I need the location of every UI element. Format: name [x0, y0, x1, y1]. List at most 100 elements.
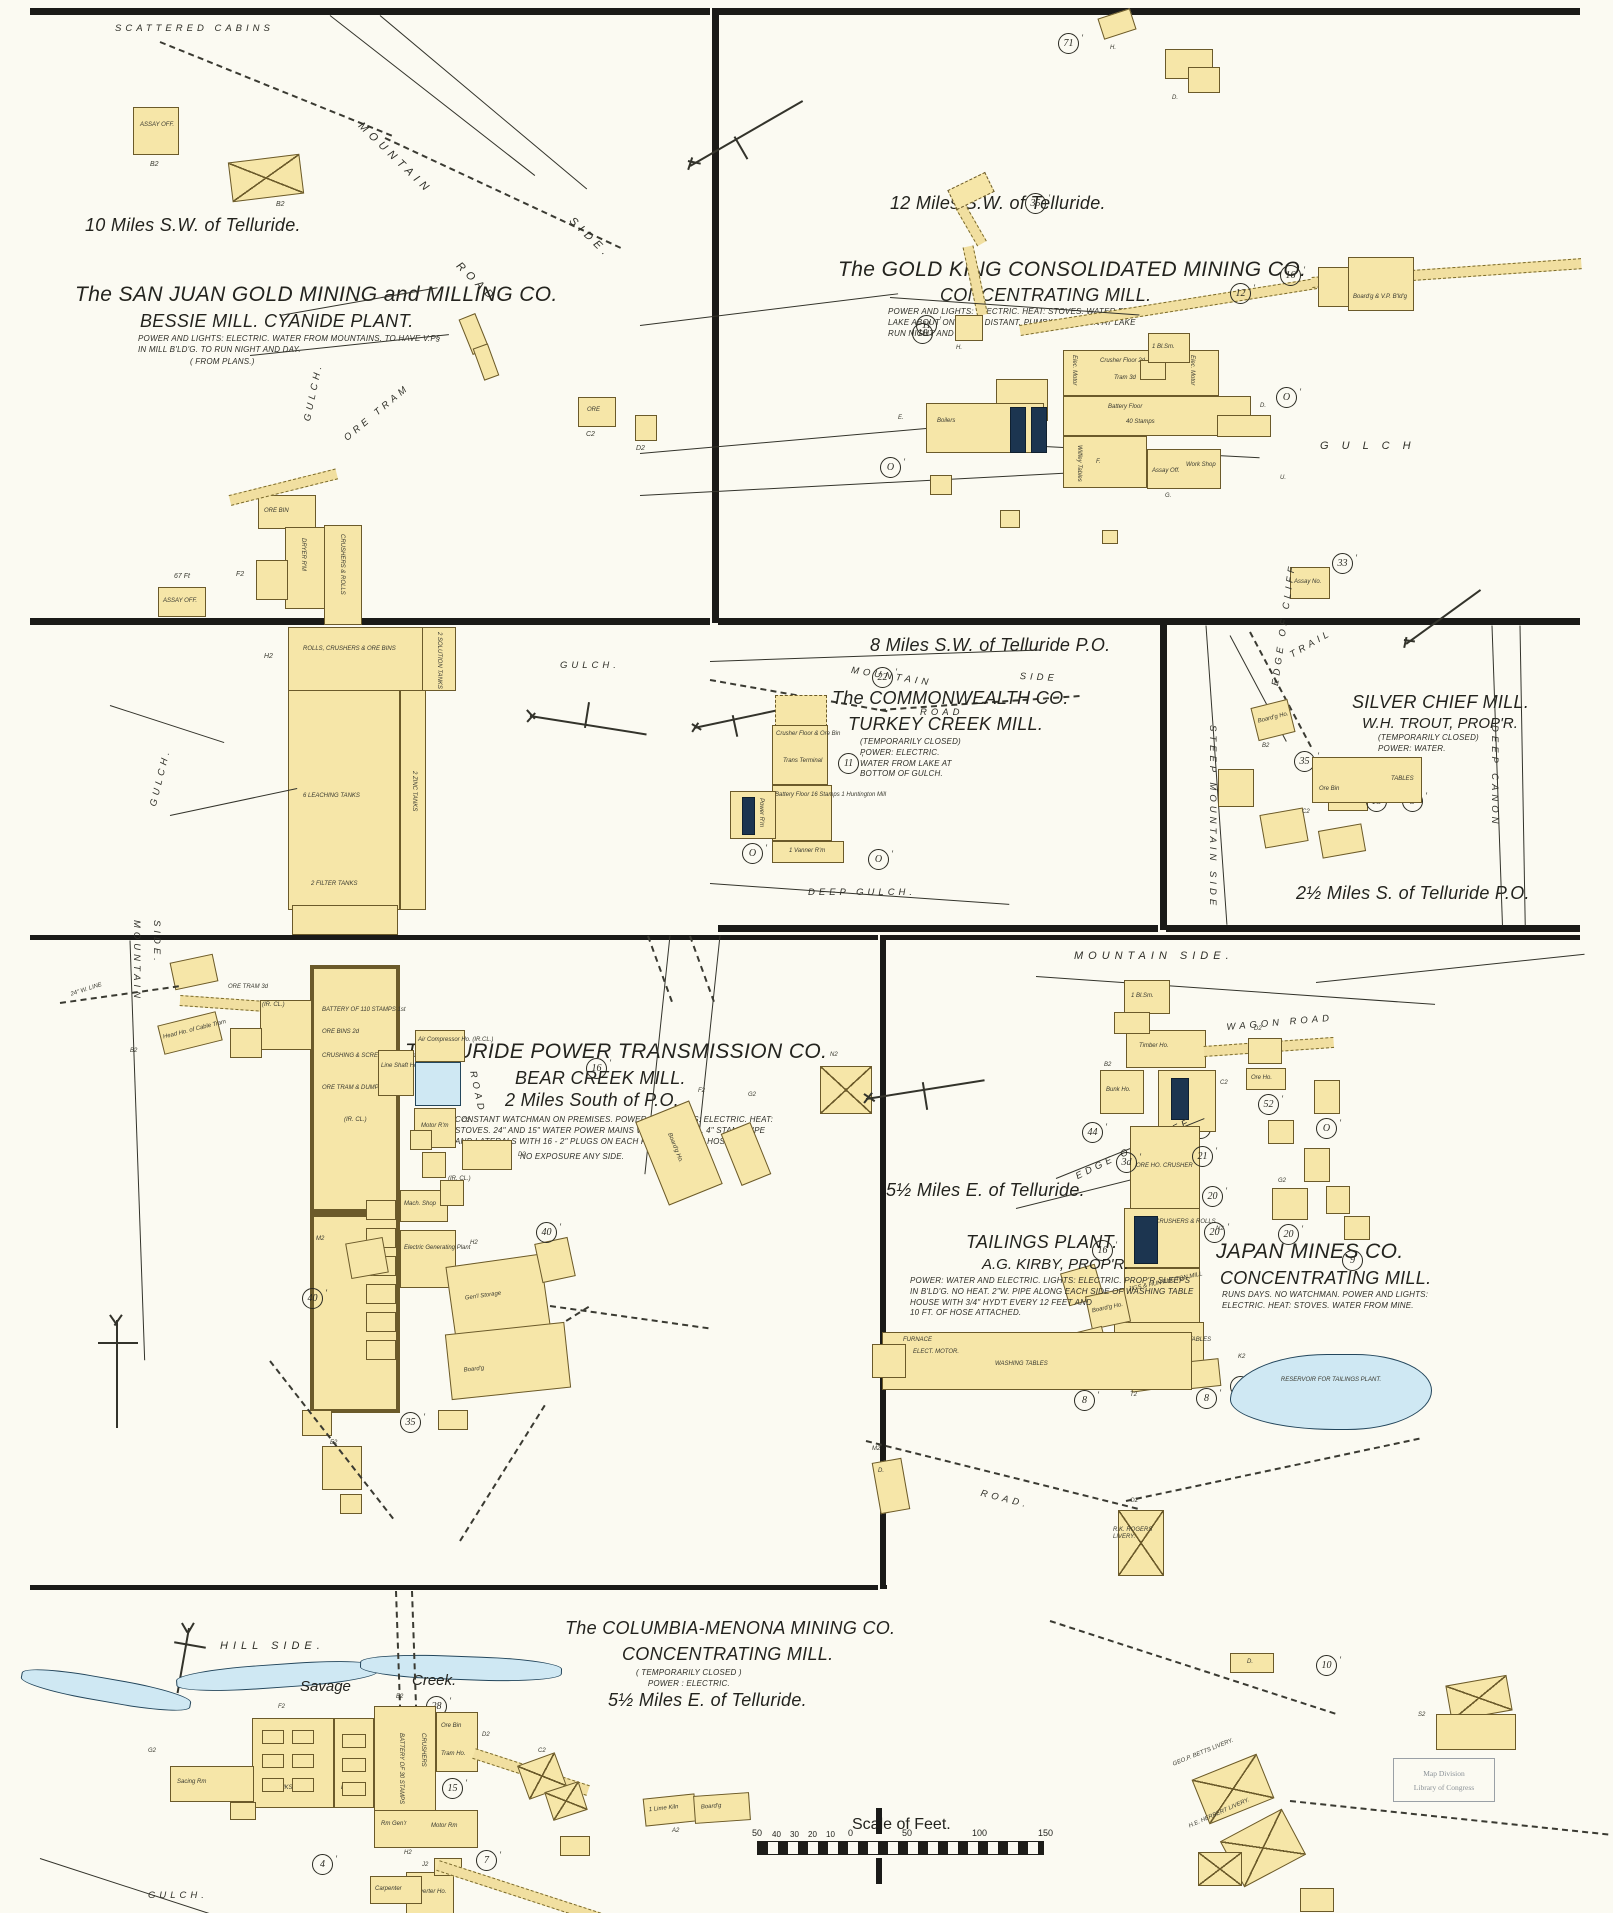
scale-tick-50l: 50 — [752, 1828, 763, 1838]
building-ore-ho-crusher: ORE HO. CRUSHER — [1130, 1126, 1200, 1212]
building-tailings-west-shed — [872, 1344, 906, 1378]
road-dash-1 — [159, 41, 393, 137]
mark-e-goldking: E. — [898, 415, 904, 421]
building-assay-no: Assay No. — [1290, 567, 1330, 599]
building-bc-tiny3 — [440, 1180, 464, 1206]
commonwealth-company: The COMMONWEALTH CO. — [832, 688, 1069, 708]
building-timber-house: Timber Ho. — [1126, 1030, 1206, 1068]
building-g2-bc — [345, 1236, 389, 1280]
bear-creek-note2: NO EXPOSURE ANY SIDE. — [520, 1152, 625, 1161]
stamp-line1: Map Division — [1423, 1768, 1465, 1778]
block-circle-52: 52 — [1258, 1094, 1283, 1115]
scale-tick-0: 0 — [848, 1828, 854, 1838]
canon-line-right2 — [1519, 625, 1526, 926]
building-label: 6 LEACHING TANKS — [303, 793, 360, 799]
scale-tick-mark-bottom — [876, 1858, 882, 1884]
building-label: ORE TRAM & DUMP HO. 4th — [322, 1085, 401, 1091]
building-cw-dashed — [775, 695, 827, 727]
block-circle-8b: 8 — [1074, 1390, 1099, 1411]
building-bl-sm-bc — [302, 1410, 332, 1436]
feature-side: SIDE. — [566, 215, 614, 261]
scale-tick-100: 100 — [972, 1828, 988, 1838]
lower-road-dash-b — [1289, 1800, 1609, 1836]
building-ore-jm: Ore Ho. — [1246, 1068, 1286, 1090]
divider-vert-lower — [880, 935, 887, 1589]
building-f2-bc — [322, 1446, 362, 1490]
mark-g-goldking: G. — [1165, 493, 1172, 499]
feature-side-cw: SIDE — [1019, 671, 1059, 684]
building-work-shop: Work Shop Assay Off. — [1147, 449, 1221, 489]
mark-g2-bc: M2 — [316, 1236, 325, 1242]
feature-road-bc: ROAD — [467, 1070, 488, 1115]
building-sump-tanks — [292, 905, 398, 935]
scale-tick-150: 150 — [1038, 1828, 1054, 1838]
block-circle-10-lower: 10 — [1316, 1655, 1341, 1676]
japan-mines-note: RUNS DAYS. NO WATCHMAN. POWER AND LIGHTS… — [1222, 1290, 1429, 1310]
building-side-shed-f — [366, 1340, 396, 1360]
scale-bar — [757, 1841, 1044, 1855]
silver-chief-note: (TEMPORARILY CLOSED) POWER: WATER. — [1378, 733, 1479, 753]
feature-scattered-cabins: SCATTERED CABINS — [115, 23, 274, 34]
feature-deep-gulch: DEEP GULCH. — [808, 887, 917, 898]
building-head-house: Head Ho. of Cable Tram — [157, 1011, 227, 1055]
scale-tick-30: 30 — [790, 1830, 799, 1839]
tank-e — [262, 1778, 284, 1792]
building-f2-shed — [256, 560, 288, 600]
divider-vert-mid — [1160, 618, 1167, 930]
tailings-plant-note: POWER: WATER AND ELECTRIC. LIGHTS: ELECT… — [910, 1276, 1194, 1318]
building-assay-office-upper: ASSAY OFF. — [133, 107, 179, 155]
feature-gulch-cm: GULCH. — [148, 1890, 208, 1901]
block-circle-40-bc2: 40 — [302, 1288, 327, 1309]
building-label: WASHING TABLES — [995, 1361, 1048, 1367]
building-label: DRYER R'M — [300, 538, 307, 571]
mark-t2-jm: T2 — [1130, 1392, 1138, 1398]
building-label: CRUSHERS & ROLLS — [1155, 1219, 1216, 1225]
block-circle-44: 44 — [1082, 1122, 1107, 1143]
label-ore-tram-3d: ORE TRAM 3d — [228, 984, 269, 990]
building-wilfley-tables: Wilfley Tables — [1063, 436, 1147, 488]
block-circle-jm-o: O — [1316, 1118, 1341, 1139]
building-label: Assay No. — [1294, 579, 1322, 585]
gold-king-company: The GOLD KING CONSOLIDATED MINING CO. — [838, 258, 1307, 281]
block-circle-20: 20 — [1202, 1186, 1227, 1207]
building-bunk-ho-top: 1 Bl.Sm. — [1124, 980, 1170, 1014]
gold-king-distance: 12 Miles S.W. of Telluride. — [890, 193, 1106, 213]
block-circle-4-cm: 4 — [312, 1854, 337, 1875]
panel-san-juan: SCATTERED CABINS MOUNTAIN ROAD SIDE. ASS… — [30, 15, 842, 935]
building-label: CRUSHERS & ROLLS — [339, 534, 346, 595]
block-circle-21: 21 — [1192, 1146, 1217, 1167]
mark-g2-jm: G2 — [1278, 1178, 1287, 1184]
building-carpenter-cm: Carpenter — [370, 1876, 422, 1904]
building-label: Board'g Ho. — [1257, 711, 1290, 725]
block-circle-20b: 20 — [1204, 1222, 1229, 1243]
mark-d2-bc: D2 — [518, 1152, 526, 1158]
building-label: Trans Terminal — [783, 758, 823, 764]
building-label: 1 Bl.Sm. — [1131, 993, 1154, 999]
mark-40-hyds: (IR. CL.) — [448, 1176, 471, 1182]
building-label: Tram 3d — [1114, 375, 1136, 381]
building-label: Bunk Ho. — [1106, 1087, 1131, 1093]
building-solution-tanks: 2 SOLUTION TANKS — [422, 627, 456, 691]
mark-b2-goldking: D. — [1172, 95, 1178, 101]
building-sc-left — [1218, 769, 1254, 807]
building-label: FURNACE — [903, 1337, 933, 1343]
building-label: Line Shaft Ho. — [381, 1063, 420, 1069]
building-label: Mach. Shop — [404, 1201, 437, 1207]
mark-h2: H2 — [264, 653, 273, 660]
bear-creek-company: TELLURIDE POWER TRANSMISSION CO. — [405, 1040, 828, 1063]
scale-tick-10: 10 — [826, 1830, 835, 1839]
road-edge-2 — [379, 15, 588, 190]
block-circle-o: O — [880, 457, 905, 478]
mark-f2: F2 — [236, 571, 245, 578]
building-label: Battery Floor — [1108, 404, 1143, 410]
mark-s2-lower: S2 — [1418, 1712, 1426, 1718]
building-c2: ORE — [578, 397, 616, 427]
block-circle-11: 11 — [916, 315, 941, 336]
building-carpenter-bc2 — [438, 1410, 468, 1430]
building-cabin-b2 — [227, 153, 305, 203]
mark-h-goldking: H. — [956, 345, 962, 351]
mark-g2-cm: G2 — [148, 1748, 157, 1754]
building-battery-floor-cw: Battery Floor 16 Stamps 1 Huntington Mil… — [772, 785, 886, 841]
columbia-note: ( TEMPORARILY CLOSED ) POWER : ELECTRIC. — [636, 1668, 742, 1688]
